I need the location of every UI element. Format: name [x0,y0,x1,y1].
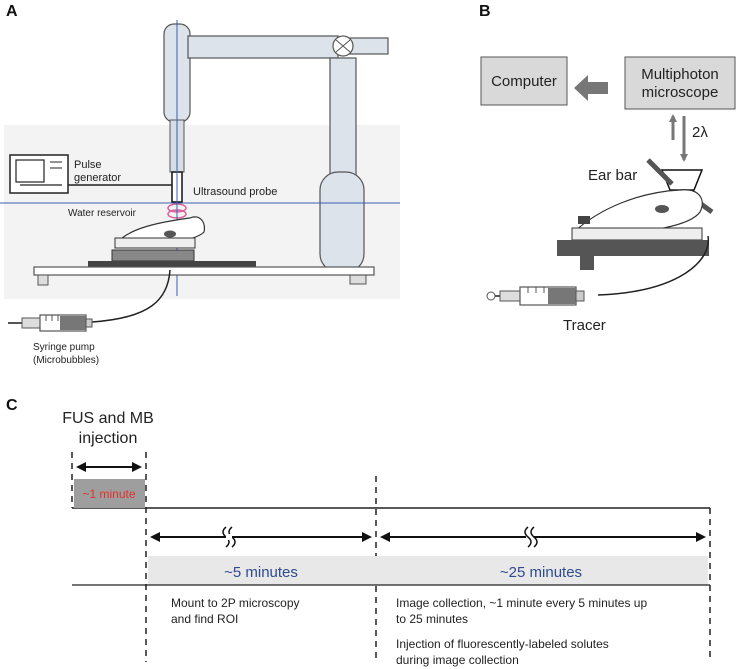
water-reservoir-label: Water reservoir [68,208,137,219]
image-note-line2: to 25 minutes [396,612,468,626]
syringe-pump-label-line2: (Microbubbles) [33,355,99,366]
panel-c-letter: C [6,397,18,414]
mouse-under-objective-icon [557,158,714,270]
mount-note-line1: Mount to 2P microscopy [171,596,300,610]
ear-bar-label: Ear bar [588,167,637,184]
twentyfive-minutes-label: ~25 minutes [500,564,582,581]
pulse-generator-label-line1: Pulse [74,159,102,171]
fus-duration-block [74,479,145,508]
microscope-label-line1: Multiphoton [641,66,719,83]
microscope-label-line2: microscope [642,84,719,101]
mouse-on-stage-icon [88,216,256,267]
fus-title-line2: injection [79,430,138,447]
computer-label: Computer [491,73,557,90]
pulse-generator-icon [9,154,172,194]
microscope-box [624,56,736,110]
panel-a-letter: A [6,3,18,20]
injection-note-line1: Injection of fluorescently-labeled solut… [396,637,609,651]
tracer-syringe-icon [486,286,585,306]
ultrasound-probe-label: Ultrasound probe [193,186,277,198]
pulse-generator-label-line2: generator [74,172,121,184]
base-table [33,266,375,276]
data-transfer-arrow-icon [574,75,608,101]
panel-a: A [0,3,400,366]
tracer-tubing [597,235,710,296]
computer-box [480,56,568,106]
panel-b: B Computer Multiphoton microscope 2λ Ear… [479,3,736,334]
one-minute-label: ~1 minute [82,487,135,501]
gantry-frame [163,23,389,285]
base-foot [37,274,49,286]
image-note-line1: Image collection, ~1 minute every 5 minu… [396,596,647,610]
syringe-pump-label-line1: Syringe pump [33,342,95,353]
duration-band [148,556,708,585]
injection-note-line2: during image collection [396,653,519,667]
time-break-icon-2 [524,526,538,548]
two-lambda-label: 2λ [692,124,708,141]
panel-c: C FUS and MB injection ~1 minute ~5 minu… [6,397,711,667]
tracer-label: Tracer [563,317,606,334]
microbubble-tubing [91,269,171,323]
five-minutes-label: ~5 minutes [224,564,298,581]
syringe-pump-icon [8,314,93,332]
fus-title-line1: FUS and MB [62,410,154,427]
mount-note-line2: and find ROI [171,612,238,626]
panel-b-letter: B [479,3,491,20]
